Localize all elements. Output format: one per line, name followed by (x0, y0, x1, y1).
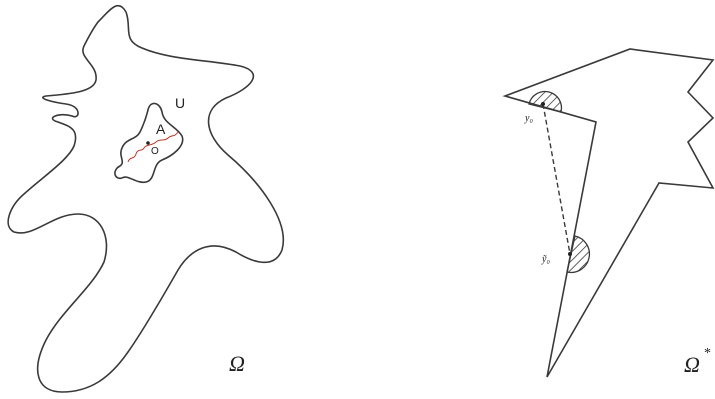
right-figure: y₀ ỹ₀ Ω * (502, 48, 715, 378)
set-a-curve (127, 131, 179, 163)
region-u-outline (114, 102, 184, 184)
point-y0 (541, 102, 545, 106)
set-a-label: A (156, 121, 166, 137)
region-u-label: U (175, 95, 185, 111)
bottom-hatched-region (566, 235, 591, 274)
left-figure: U A O Ω (7, 5, 285, 393)
dashed-segment (542, 103, 571, 255)
point-o-label: O (151, 146, 159, 157)
omega-label: Ω (229, 351, 245, 376)
omega-star-label: Ω (684, 352, 700, 377)
omega-star-superscript: * (704, 346, 711, 361)
point-y0-tilde-label: ỹ₀ (541, 254, 550, 265)
omega-star-domain-outline (502, 48, 715, 378)
point-o (146, 141, 150, 145)
point-y0-tilde (568, 252, 572, 256)
top-hatched-region (528, 90, 563, 113)
omega-domain-outline (7, 5, 285, 393)
point-y0-label: y₀ (524, 113, 533, 124)
